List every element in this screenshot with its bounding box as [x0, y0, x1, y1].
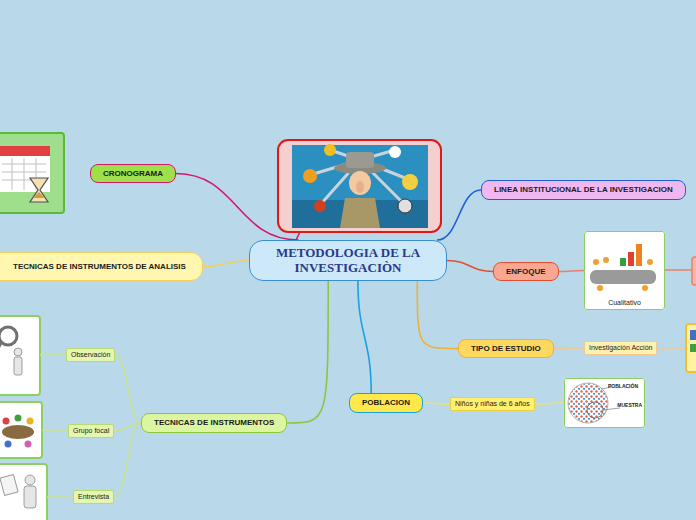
branch-connector	[287, 281, 328, 423]
gadget-illustration	[278, 140, 441, 232]
cut-off-box	[692, 257, 696, 285]
branch-box: POBLACION	[349, 393, 423, 413]
branch-connector	[114, 423, 141, 497]
node-text: TECNICAS DE INSTRUMENTOS DE ANALISIS	[13, 262, 186, 271]
qualitative-illustration	[584, 231, 665, 310]
branch-connector	[423, 403, 450, 404]
sub-box: Observación	[66, 348, 115, 362]
branch-connector	[535, 403, 564, 404]
observation-illustration	[0, 316, 40, 395]
sub-box: Investigación Acción	[584, 341, 657, 355]
branch-connector	[114, 423, 141, 431]
branch-connector	[447, 261, 493, 272]
branch-connector	[115, 355, 141, 423]
population-illustration	[564, 378, 645, 428]
branch-connector	[437, 190, 481, 240]
node-text: Observación	[71, 351, 110, 359]
sub-box: Entrevista	[73, 490, 114, 504]
branch-connector	[203, 261, 249, 267]
branch-box: TECNICAS DE INSTRUMENTOS DE ANALISIS	[0, 252, 203, 281]
node-text: Investigación Acción	[589, 344, 652, 352]
image-box: POBLACIÓN MUESTRA	[564, 378, 645, 428]
branch-connector	[559, 271, 584, 272]
node-text: POBLACION	[362, 398, 410, 407]
branch-connector	[358, 281, 371, 393]
node-text: CRONOGRAMA	[103, 169, 163, 178]
sub-box: Grupo focal	[68, 424, 114, 438]
focus-group-illustration	[0, 402, 42, 458]
interview-illustration	[0, 464, 47, 520]
branch-box: TIPO DE ESTUDIO	[458, 339, 554, 358]
node-text: TECNICAS DE INSTRUMENTOS	[154, 418, 274, 427]
node-text: Niños y niñas de 6 años	[455, 400, 530, 408]
branch-connector	[417, 281, 458, 349]
branch-box: CRONOGRAMA	[90, 164, 176, 183]
branch-box: LINEA INSTITUCIONAL DE LA INVESTIGACION	[481, 180, 686, 200]
branch-connector	[554, 347, 584, 349]
branch-box: TECNICAS DE INSTRUMENTOS	[141, 413, 287, 433]
node-text: POBLACIÓN	[608, 384, 638, 390]
node-text: TIPO DE ESTUDIO	[471, 344, 541, 353]
sub-box: Niños y niñas de 6 años	[450, 397, 535, 411]
node-text: Grupo focal	[73, 427, 109, 435]
node-text: ENFOQUE	[506, 267, 546, 276]
branch-connector	[176, 174, 299, 241]
node-text: MUESTRA	[617, 403, 642, 409]
study-illustration	[686, 324, 696, 372]
node-text: Entrevista	[78, 493, 109, 501]
central-topic: METODOLOGIA DE LA INVESTIGACIÒN	[249, 240, 447, 281]
node-text: Cualitativo	[608, 299, 641, 307]
image-box: Cualitativo	[584, 231, 665, 310]
node-text: LINEA INSTITUCIONAL DE LA INVESTIGACION	[494, 185, 673, 194]
node-text: METODOLOGIA DE LA INVESTIGACIÒN	[262, 246, 434, 276]
calendar-illustration	[0, 133, 64, 213]
branch-box: ENFOQUE	[493, 262, 559, 281]
